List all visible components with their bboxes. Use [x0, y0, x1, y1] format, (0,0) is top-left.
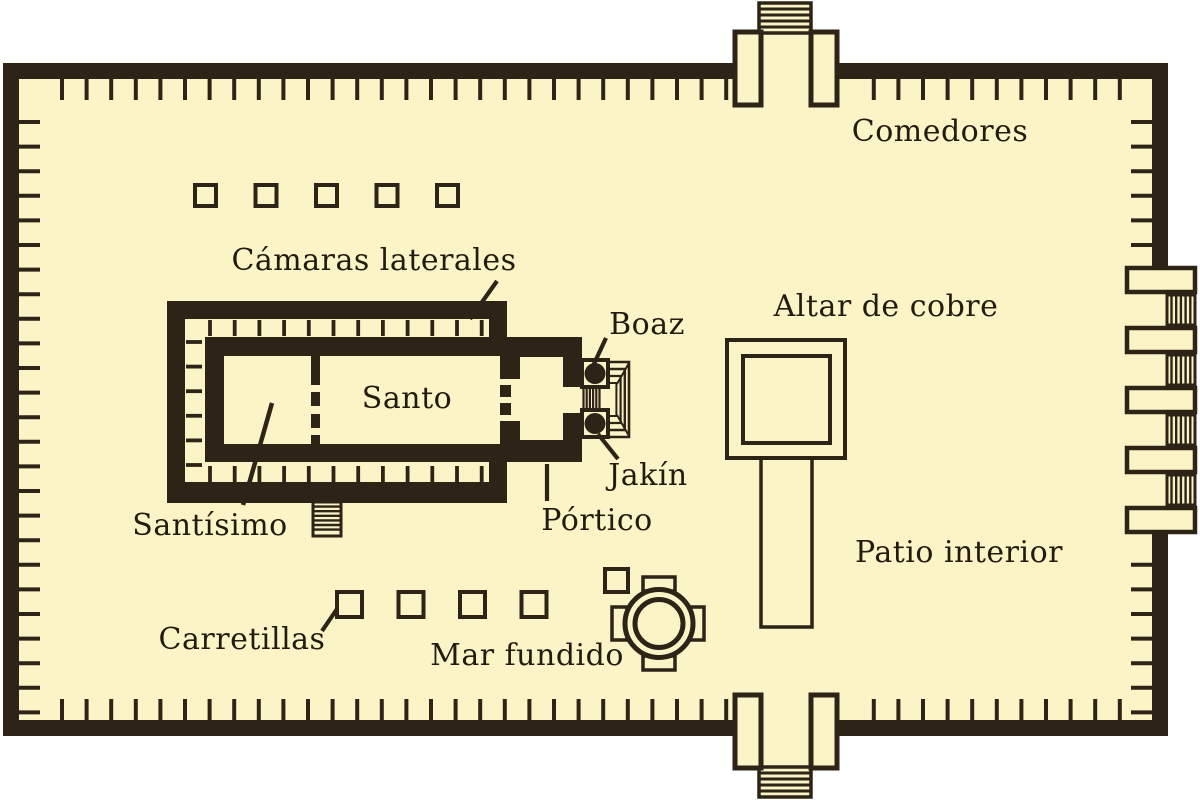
pillar-column-icon	[584, 363, 606, 384]
carts-south	[335, 567, 630, 619]
leader-lines	[240, 279, 620, 633]
label-patio-interior: Patio interior	[854, 535, 1064, 570]
altar-base	[725, 338, 847, 460]
label-santo: Santo	[361, 381, 453, 416]
leader-jakin	[596, 432, 620, 461]
leader-boaz	[591, 337, 608, 367]
leader-carretillas	[320, 607, 339, 633]
label-jakin: Jakín	[608, 458, 688, 493]
cart-icon	[374, 183, 400, 208]
label-carretillas: Carretillas	[158, 622, 326, 657]
courtyard-chamber-ticks	[19, 79, 1152, 720]
portico-doorway	[563, 387, 582, 413]
south-gate	[732, 692, 840, 799]
altar-ramp	[759, 456, 814, 629]
door-post	[500, 403, 511, 415]
cart-icon	[253, 183, 279, 208]
portico-steps-icon	[608, 360, 631, 439]
cart-icon	[435, 183, 460, 208]
east-gate-bay	[1124, 505, 1198, 535]
north-gate-west-pier	[732, 29, 764, 108]
carts-north	[193, 183, 460, 208]
pillar-column-icon	[584, 413, 606, 434]
altar-hearth	[741, 354, 832, 445]
side-chamber-ticks	[186, 320, 484, 482]
east-gate-bay	[1124, 265, 1198, 295]
cart-icon	[335, 590, 364, 619]
cart-icon	[396, 590, 426, 619]
label-camaras-laterales: Cámaras laterales	[231, 243, 517, 278]
leader-camaras	[468, 279, 499, 321]
partition-gap	[311, 428, 320, 435]
room-santisimo	[224, 356, 311, 444]
north-gate-passage	[761, 30, 811, 107]
north-gate	[732, 1, 840, 108]
label-comedores: Comedores	[851, 114, 1029, 149]
partition-gap	[311, 406, 320, 414]
cart-icon	[458, 590, 487, 619]
label-santisimo: Santísimo	[132, 508, 288, 543]
sea-rim-inner	[632, 597, 686, 650]
south-gate-east-pier	[808, 692, 840, 771]
copper-altar	[725, 338, 847, 629]
label-altar-de-cobre: Altar de cobre	[773, 289, 999, 324]
molten-sea	[610, 575, 706, 672]
south-gate-passage	[761, 693, 811, 770]
cart-icon	[519, 590, 549, 619]
cart-icon	[193, 183, 218, 208]
cart-icon	[603, 567, 630, 594]
leader-santisimo	[240, 402, 275, 506]
room-santo	[320, 356, 500, 444]
stair-hatch-lines	[314, 7, 1192, 793]
east-gate-bay	[1124, 385, 1198, 415]
cart-icon	[314, 183, 339, 208]
room-portico	[520, 357, 563, 440]
door-post	[500, 385, 511, 397]
partition-gap	[311, 385, 320, 392]
label-portico: Pórtico	[541, 503, 653, 538]
north-gate-east-pier	[808, 29, 840, 108]
east-gate-bay	[1124, 325, 1198, 355]
label-boaz: Boaz	[609, 307, 685, 342]
east-gate-bay	[1124, 445, 1198, 475]
pillar-jakin	[580, 408, 610, 439]
label-mar-fundido: Mar fundido	[430, 638, 624, 673]
temple-house	[167, 301, 582, 503]
south-gate-west-pier	[732, 692, 764, 771]
